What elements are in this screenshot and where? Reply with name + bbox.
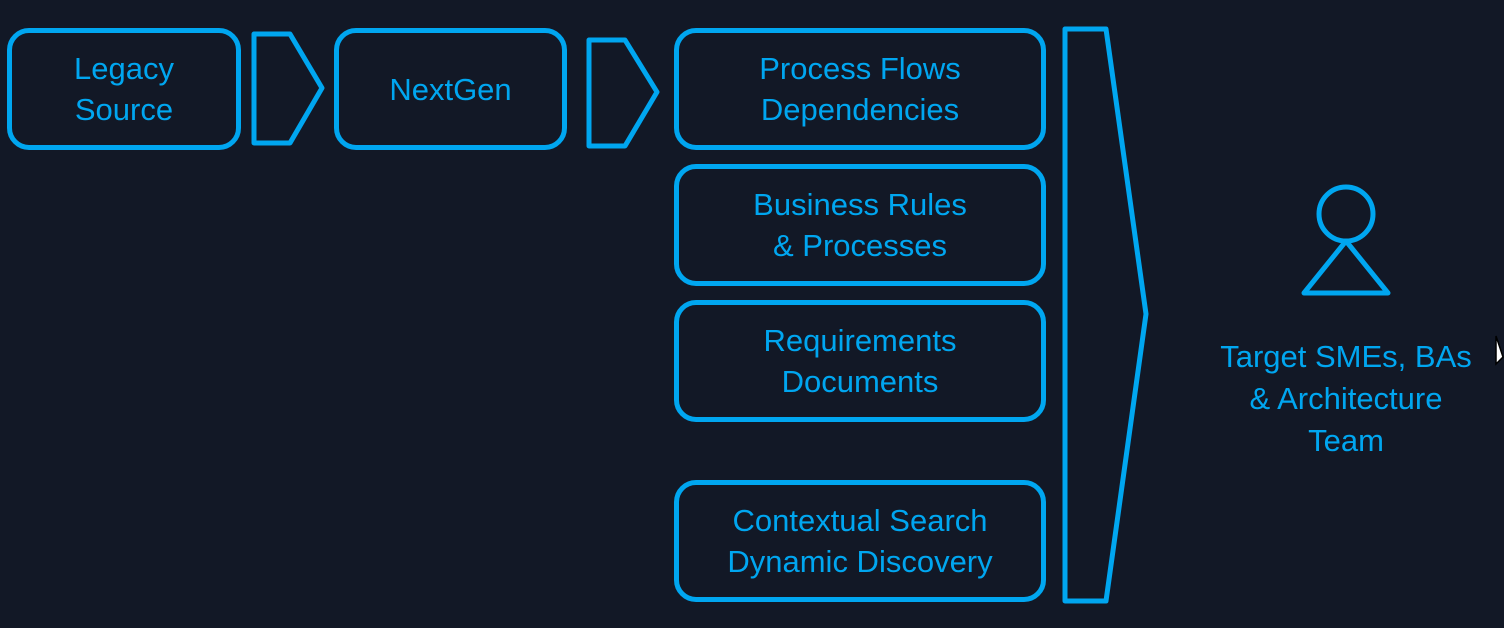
output-box-business-rules: Business Rules & Processes <box>674 164 1046 286</box>
output-label-line1: Process Flows <box>759 51 961 86</box>
large-chevron-arrow-icon <box>1062 26 1149 604</box>
output-box-contextual-search: Contextual Search Dynamic Discovery <box>674 480 1046 602</box>
output-label-line2: Dynamic Discovery <box>727 544 993 579</box>
output-label-line2: Dependencies <box>760 92 960 127</box>
audience-label: Target SMEs, BAs & Architecture Team <box>1186 336 1504 462</box>
nextgen-box: NextGen <box>334 28 567 150</box>
chevron-arrow-icon <box>586 37 660 149</box>
nextgen-label: NextGen <box>389 71 512 107</box>
audience-label-line3: Team <box>1308 423 1384 458</box>
output-label-line2: Documents <box>781 364 939 399</box>
audience-label-line2: & Architecture <box>1249 381 1443 416</box>
output-box-requirements: Requirements Documents <box>674 300 1046 422</box>
output-label-line1: Contextual Search <box>732 503 988 538</box>
audience-label-line1: Target SMEs, BAs <box>1220 339 1472 374</box>
output-label-line2: & Processes <box>772 228 947 263</box>
legacy-source-label-line1: Legacy <box>74 51 174 86</box>
legacy-source-label-line2: Source <box>74 92 174 127</box>
output-box-process-flows: Process Flows Dependencies <box>674 28 1046 150</box>
legacy-source-box: Legacy Source <box>7 28 241 150</box>
output-label-line1: Requirements <box>763 323 957 358</box>
person-icon <box>1301 184 1391 296</box>
chevron-arrow-icon <box>251 31 325 146</box>
mouse-cursor-icon <box>1495 335 1504 366</box>
output-label-line1: Business Rules <box>753 187 967 222</box>
